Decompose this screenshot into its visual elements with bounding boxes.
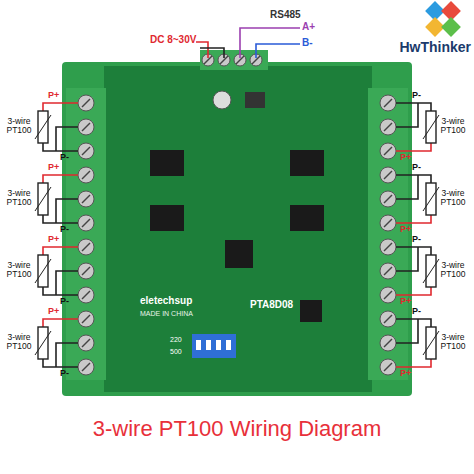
terminal-screws <box>78 54 396 375</box>
wire-label: P+ <box>48 163 59 172</box>
wire-label: P- <box>60 153 69 162</box>
pcb-board <box>104 66 372 392</box>
board-marking: 220 <box>170 336 182 343</box>
pin-label: B- <box>302 38 313 49</box>
sensor-label: 3-wire PT100 <box>435 261 471 279</box>
wire-label: P- <box>60 369 69 378</box>
wire-label: P+ <box>400 225 411 234</box>
wire-label: P- <box>412 91 421 100</box>
sensor-label: 3-wire PT100 <box>435 189 471 207</box>
board-marking: 500 <box>170 348 182 355</box>
sensor-label: 3-wire PT100 <box>1 333 37 351</box>
brand-logo: HwThinker <box>399 40 471 55</box>
sensor-wires <box>35 103 439 367</box>
diagram-title: 3-wire PT100 Wiring Diagram <box>0 416 474 442</box>
wire-label: P- <box>412 307 421 316</box>
logo-icon <box>425 1 461 37</box>
dip-switch <box>192 334 236 358</box>
board-marking: eletechsup <box>140 296 192 307</box>
power-label: DC 8~30V <box>150 35 196 46</box>
left-terminal-strip <box>66 88 106 380</box>
board-marking: PTA8D08 <box>250 300 293 311</box>
sensor-label: 3-wire PT100 <box>435 117 471 135</box>
sensor-label: 3-wire PT100 <box>1 189 37 207</box>
wire-label: P- <box>412 235 421 244</box>
bus-label: RS485 <box>270 10 301 21</box>
pin-label: A+ <box>302 22 315 33</box>
board-components <box>150 91 324 358</box>
wire-label: P+ <box>400 297 411 306</box>
wire-label: P- <box>60 297 69 306</box>
top-terminal-strip <box>200 50 268 70</box>
wire-label: P+ <box>48 91 59 100</box>
board-marking: MADE IN CHINA <box>140 310 193 317</box>
wire-label: P+ <box>400 369 411 378</box>
din-housing <box>62 62 412 396</box>
wire-label: P+ <box>48 235 59 244</box>
wire-label: P- <box>60 225 69 234</box>
wire-label: P+ <box>48 307 59 316</box>
sensor-label: 3-wire PT100 <box>1 117 37 135</box>
power-bus-wires <box>196 28 300 58</box>
wire-label: P+ <box>400 153 411 162</box>
sensor-label: 3-wire PT100 <box>435 333 471 351</box>
sensor-label: 3-wire PT100 <box>1 261 37 279</box>
wire-label: P- <box>412 163 421 172</box>
